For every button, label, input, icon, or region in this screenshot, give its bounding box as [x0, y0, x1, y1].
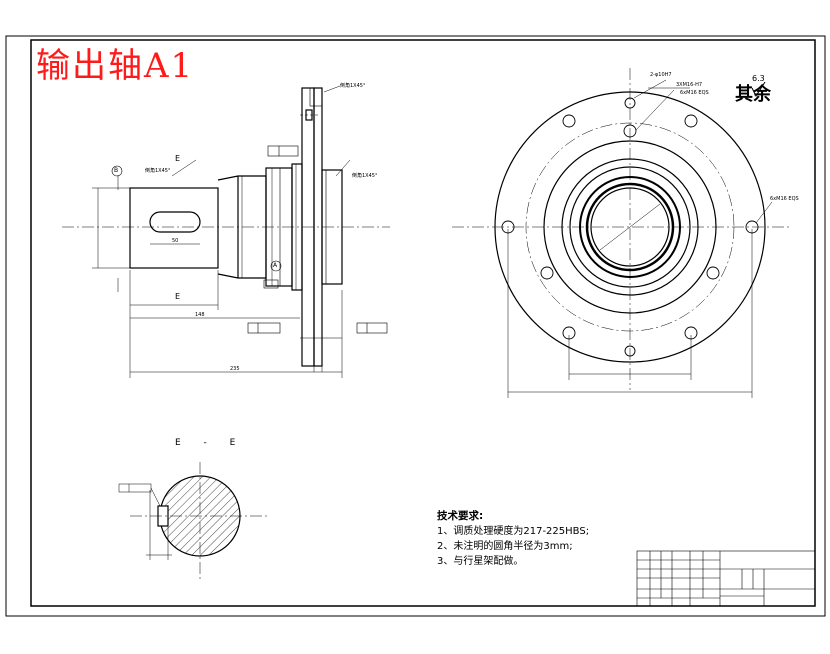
surface-finish-label: 其余	[735, 84, 771, 105]
datum-a-label: A	[273, 262, 278, 269]
notes-heading: 技术要求:	[437, 510, 484, 522]
roughness-symbol-icon	[752, 82, 766, 98]
bolt-holes-callout: 3XM16-H7	[676, 82, 703, 88]
section-e-e	[118, 462, 270, 582]
note-item: 1、调质处理硬度为217-225HBS;	[437, 526, 590, 537]
chamfer-left-callout: 倒角1X45°	[145, 168, 171, 174]
inner-border	[30, 39, 816, 607]
technical-requirements: 技术要求: 1、调质处理硬度为217-225HBS; 2、未注明的圆角半径为3m…	[437, 509, 589, 569]
length-dim: 148	[195, 312, 205, 318]
thread-callout-right: 6xM16 EQS	[770, 196, 799, 202]
overall-length-dim: 235	[230, 366, 240, 372]
section-mark-e-bottom: E	[175, 292, 181, 301]
hole-callout: 2-φ10H7	[650, 72, 672, 78]
section-label: E - E	[175, 438, 246, 448]
note-item: 2、未注明的圆角半径为3mm;	[437, 541, 573, 552]
note-item: 3、与行星架配做。	[437, 556, 524, 567]
thread-callout-top: 6xM16 EQS	[680, 90, 709, 96]
drawing-title: 输出轴A1	[36, 46, 195, 86]
flange-front-view	[452, 68, 790, 398]
surface-finish-value: 6.3	[752, 74, 765, 83]
chamfer-right-callout: 倒角1X45°	[352, 173, 378, 179]
chamfer-top-callout: 倒角1X45°	[340, 83, 366, 89]
keyway-length-dim: 50	[172, 238, 179, 244]
title-block	[636, 550, 816, 607]
outer-border	[5, 35, 826, 617]
shaft-side-view	[62, 85, 390, 378]
section-mark-e-top: E	[175, 154, 181, 163]
datum-b-label: B	[114, 167, 119, 174]
